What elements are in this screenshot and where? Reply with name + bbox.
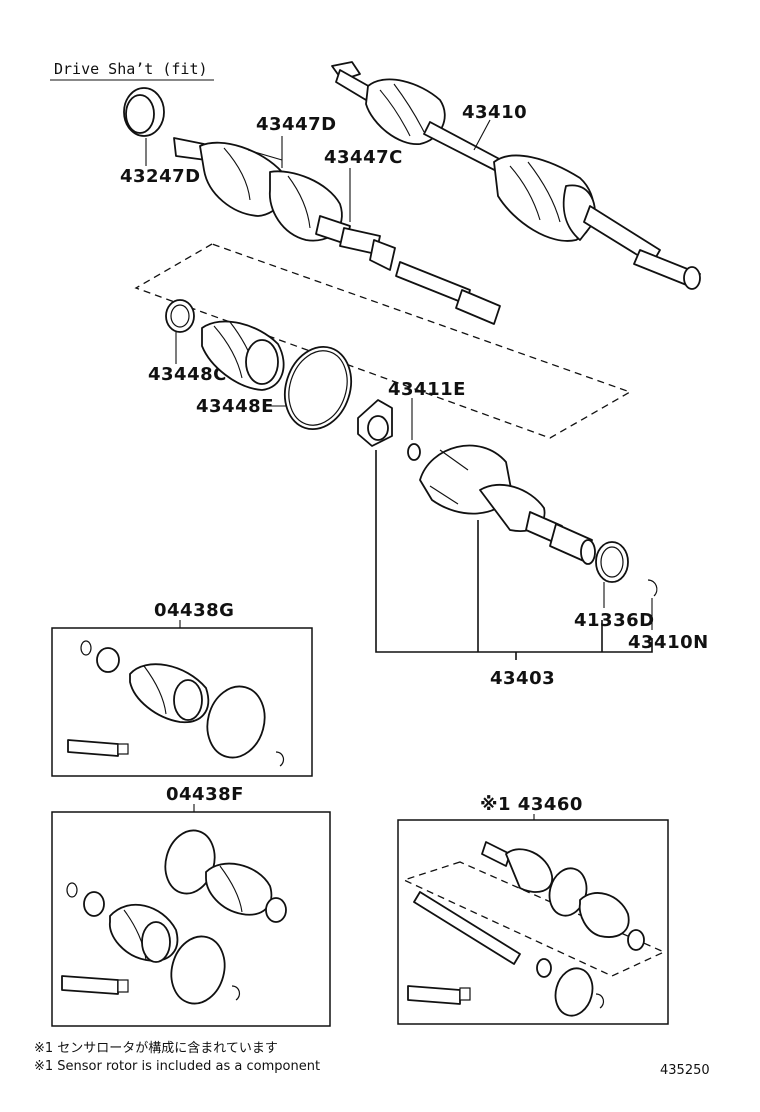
label-04438G: 04438G — [154, 600, 234, 621]
outboard-boot[interactable] — [201, 320, 285, 391]
kit-box-04438F[interactable] — [51, 811, 331, 1027]
label-43460: ※1 43460 — [480, 794, 583, 815]
label-43247D: 43247D — [120, 166, 201, 187]
label-41336D: 41336D — [574, 610, 655, 631]
kit-box-43460[interactable] — [397, 819, 669, 1025]
label-43447D: 43447D — [256, 114, 337, 135]
label-43410N: 43410N — [628, 632, 709, 653]
label-43448C: 43448C — [148, 364, 227, 385]
label-43447C: 43447C — [324, 147, 403, 168]
kit-04438F-items — [61, 829, 287, 1005]
bracket-43403 — [375, 450, 653, 653]
outboard-joint-shaft[interactable] — [173, 137, 501, 325]
label-43448E: 43448E — [196, 396, 274, 417]
leader-43410 — [473, 119, 491, 151]
part-41336D-ring[interactable] — [595, 541, 629, 583]
tripod-joint[interactable] — [357, 399, 393, 447]
part-43448E-band[interactable] — [275, 338, 362, 438]
part-43411E-snap-ring[interactable] — [407, 443, 421, 461]
drive-shaft-assembly-43410[interactable] — [331, 61, 701, 290]
leader-43447D-b — [247, 149, 283, 161]
exploded-group-outline — [134, 243, 632, 439]
kit-43460-items — [402, 841, 666, 1017]
note-english: ※1 Sensor rotor is included as a compone… — [34, 1059, 320, 1074]
label-43403: 43403 — [490, 668, 555, 689]
label-43410: 43410 — [462, 102, 527, 123]
kit-box-04438G[interactable] — [51, 627, 313, 777]
part-43247D-ring[interactable] — [123, 87, 165, 137]
inboard-joint-housing[interactable] — [419, 444, 596, 565]
diagram-code: 435250 — [660, 1063, 710, 1078]
label-43411E: 43411E — [388, 379, 466, 400]
kit-04438G-items — [67, 640, 285, 767]
note-japanese: ※1 センサロータが構成に含まれています — [34, 1040, 278, 1056]
part-43448C-clamp[interactable] — [165, 299, 195, 333]
label-04438F: 04438F — [166, 784, 244, 805]
diagram-title: Drive Sha’t (fit) — [54, 60, 208, 78]
part-43410N-clip[interactable] — [647, 579, 658, 597]
